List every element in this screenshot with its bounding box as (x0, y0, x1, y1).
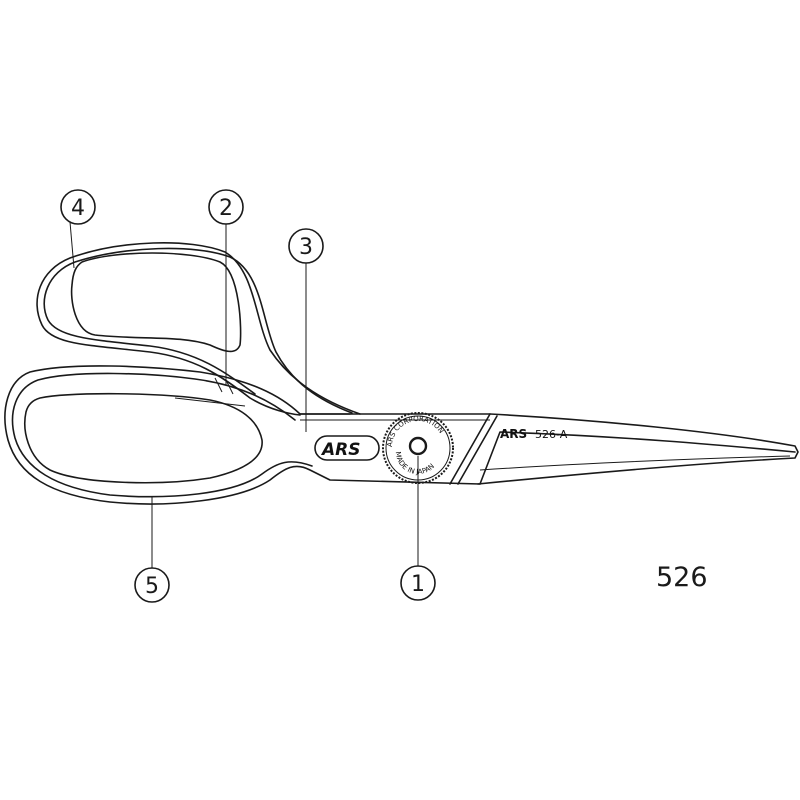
callout-3: 3 (288, 228, 324, 264)
upper-handle (36, 242, 361, 416)
svg-text:ARS: ARS (500, 427, 527, 441)
callout-4: 4 (60, 189, 96, 225)
model-number: 526 (656, 562, 708, 593)
leader-lines (69, 221, 419, 568)
svg-text:ARS: ARS (320, 440, 361, 460)
lower-handle (4, 365, 481, 505)
ars-logo: ARS (314, 435, 380, 461)
svg-text:MADE IN JAPAN: MADE IN JAPAN (394, 451, 436, 476)
svg-text:1: 1 (411, 572, 425, 597)
svg-text:3: 3 (299, 235, 313, 260)
callout-5: 5 (134, 567, 170, 603)
callout-1: 1 (400, 565, 436, 601)
svg-text:5: 5 (145, 574, 159, 599)
blades (299, 413, 799, 485)
blade-marking: ARS 526-A (500, 427, 568, 441)
svg-text:2: 2 (219, 196, 233, 221)
svg-text:4: 4 (71, 196, 85, 221)
callout-2: 2 (208, 189, 244, 225)
svg-text:526-A: 526-A (535, 428, 568, 441)
